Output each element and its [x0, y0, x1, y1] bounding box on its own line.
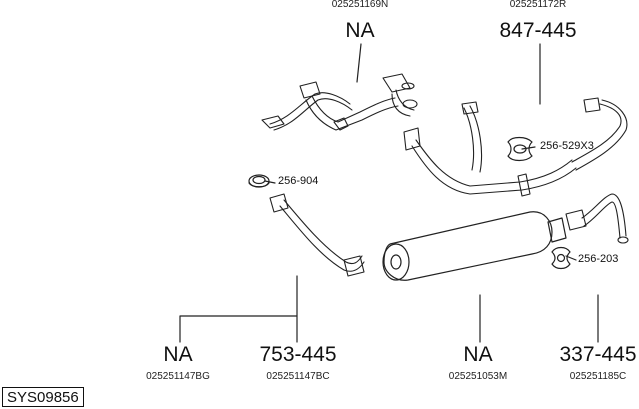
part-label-p6: 337-445 [559, 343, 637, 366]
rear-pipe-part [269, 193, 365, 277]
silencer-part [382, 211, 567, 281]
part-code-p3: 025251147BG [146, 371, 210, 382]
gasket-3-shape [551, 246, 571, 270]
part-code-p5: 025251053M [448, 371, 508, 382]
gasket-2-shape [248, 174, 270, 188]
part-code-p6: 025251185C [569, 371, 627, 382]
gasket-1-shape [507, 136, 533, 162]
leader-line-p1 [356, 43, 362, 83]
part-label-p5: NA [463, 343, 493, 366]
part-code-p1: 025251169N [331, 0, 389, 10]
part-label-p2: 847-445 [499, 19, 577, 42]
gasket-ref-1: 256-529X3 [540, 140, 594, 152]
part-label-p4: 753-445 [259, 343, 337, 366]
part-label-p1: NA [345, 19, 375, 42]
front-pipe-part [261, 73, 418, 131]
leader-line-p3-p4 [179, 315, 298, 343]
gasket-ref-2: 256-904 [278, 175, 319, 187]
tail-pipe-part [565, 193, 629, 244]
part-label-p3: NA [163, 343, 193, 366]
part-code-p2: 025251172R [509, 0, 567, 10]
leader-line-gasket-2 [264, 180, 276, 184]
centre-pipe-part [403, 97, 628, 197]
part-code-p4: 025251147BC [266, 371, 330, 382]
diagram-id-box: SYS09856 [2, 387, 84, 407]
gasket-ref-3: 256-203 [578, 253, 619, 265]
